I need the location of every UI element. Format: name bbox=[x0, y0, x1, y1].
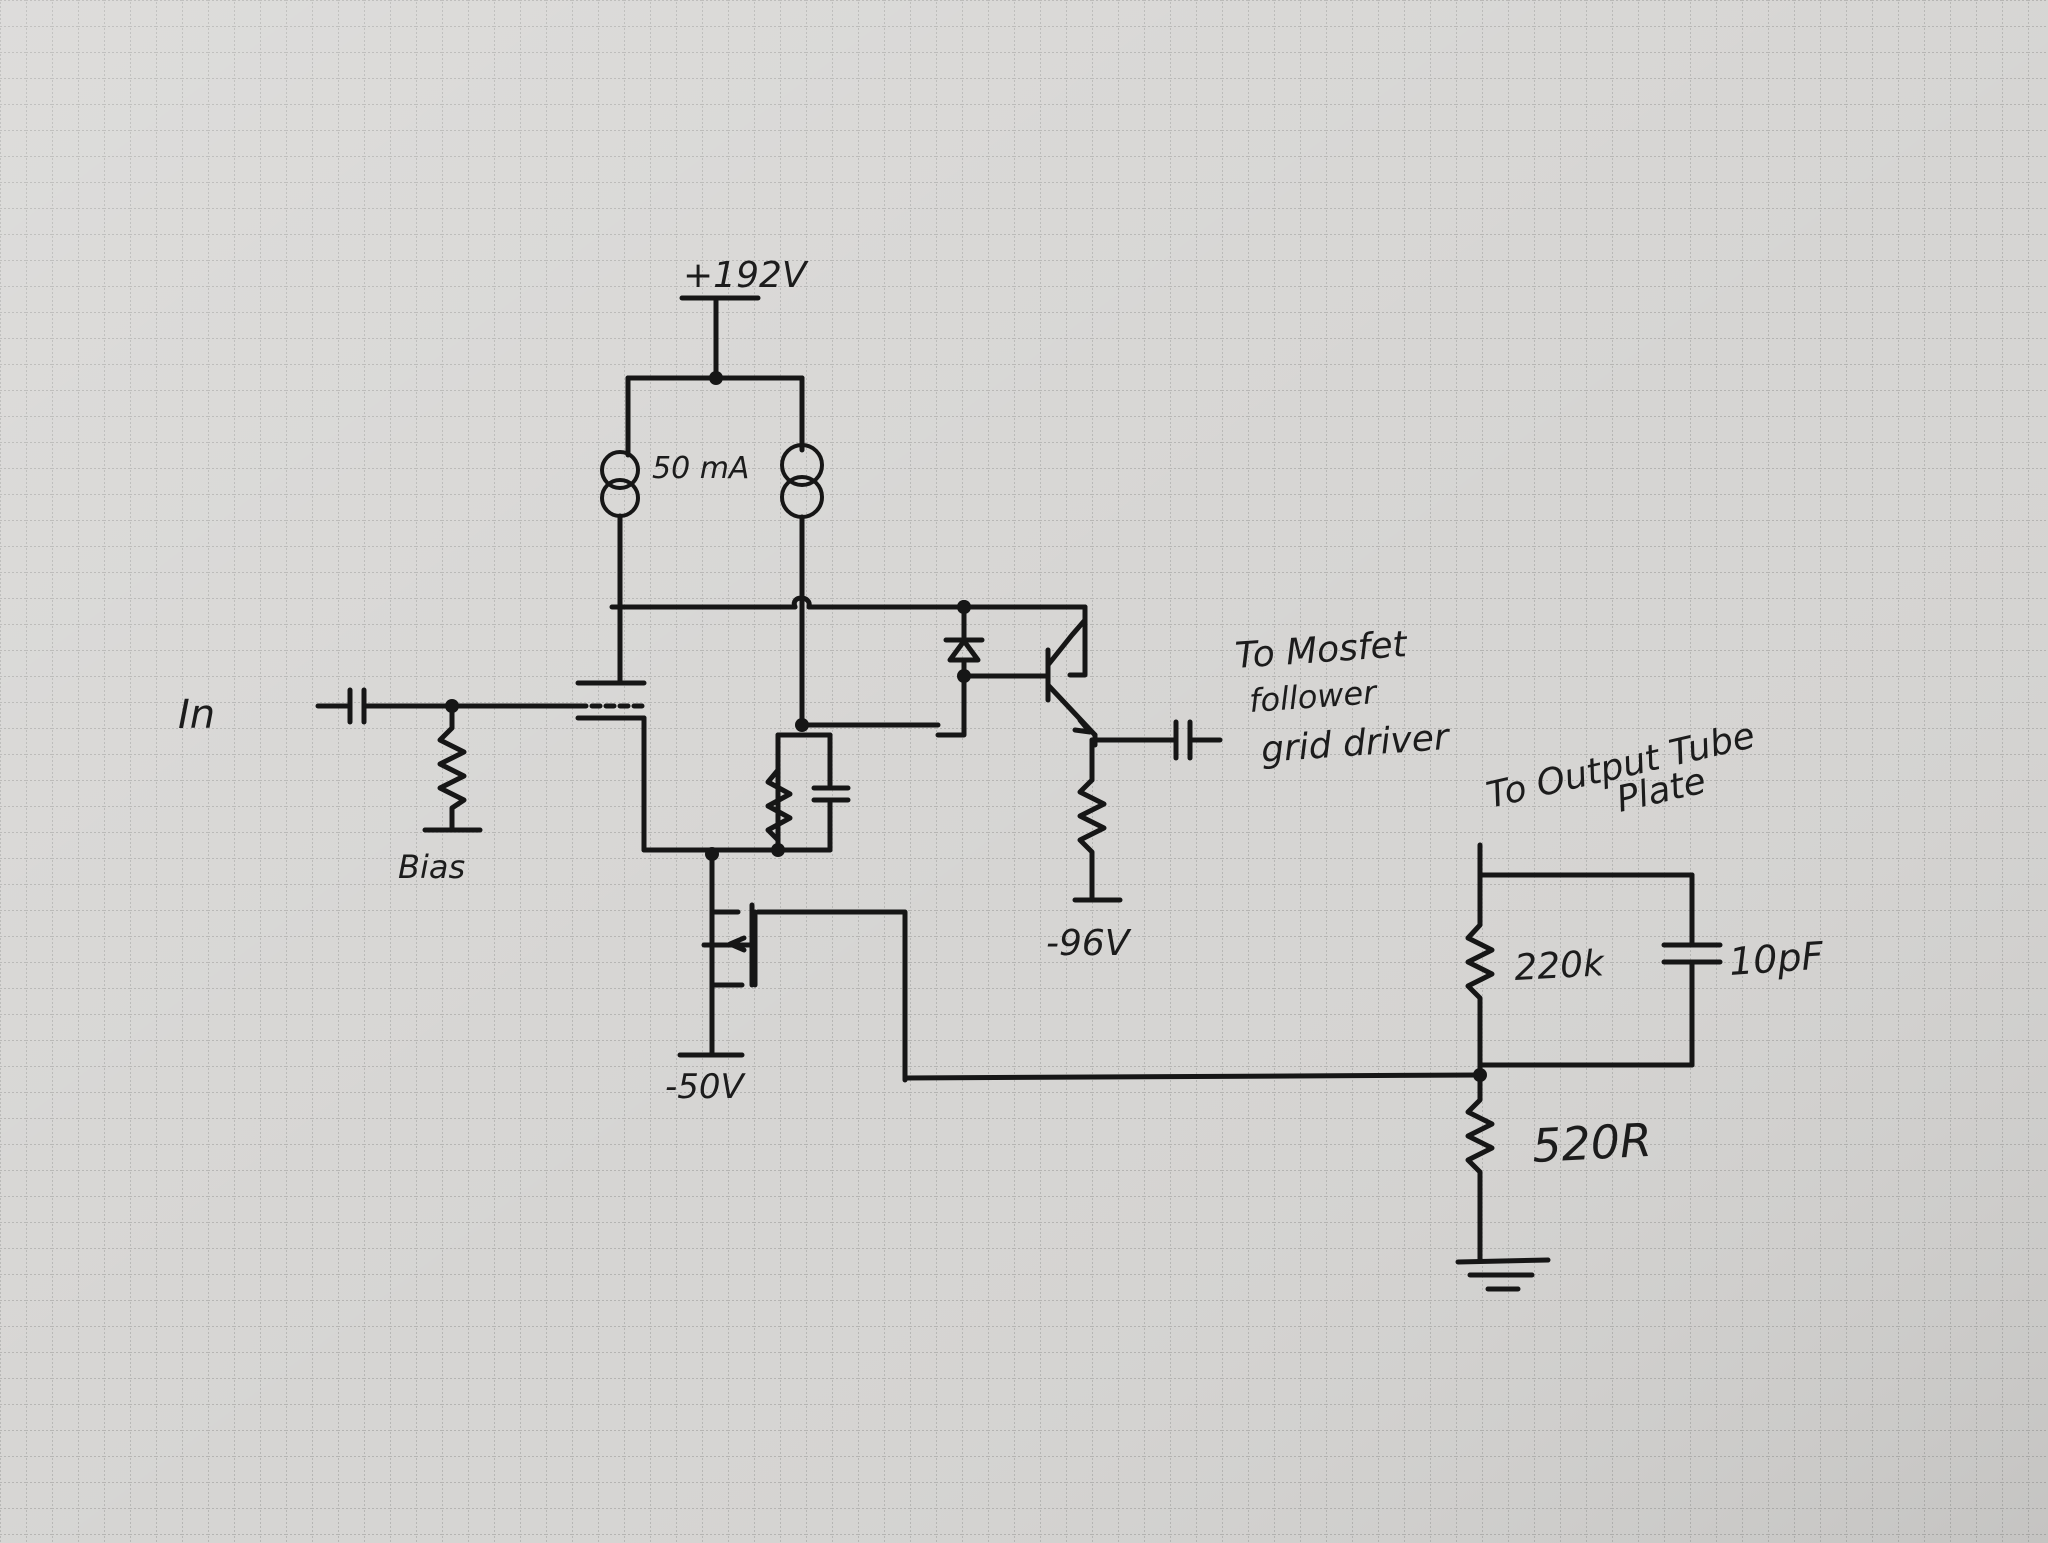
emitter-network bbox=[1072, 719, 1223, 903]
input-label: In bbox=[178, 692, 215, 738]
feedback-resistor-label: 220k bbox=[1513, 943, 1607, 989]
diode-clamp bbox=[935, 600, 985, 738]
tail-mosfet bbox=[677, 851, 908, 1083]
ccs-current-label: 50 mA bbox=[652, 451, 749, 486]
feedback-network bbox=[902, 842, 1723, 1292]
feedback-capacitor-label: 10pF bbox=[1728, 933, 1826, 984]
shunt-resistor-label: 520R bbox=[1531, 1113, 1653, 1173]
source-rc-network bbox=[765, 587, 941, 853]
input-transistor bbox=[575, 604, 647, 853]
input-network bbox=[315, 687, 588, 833]
bias-label: Bias bbox=[398, 848, 465, 886]
current-source-left bbox=[600, 375, 640, 608]
supply-positive-rail bbox=[625, 295, 805, 385]
current-source-right bbox=[780, 375, 824, 593]
supply-negative-mosfet-label: -50V bbox=[665, 1067, 747, 1107]
tail-node bbox=[641, 843, 833, 861]
mosfet-note-line2: follower bbox=[1248, 673, 1379, 720]
supply-negative-bjt-label: -96V bbox=[1046, 923, 1132, 964]
supply-positive-label: +192V bbox=[683, 255, 809, 296]
